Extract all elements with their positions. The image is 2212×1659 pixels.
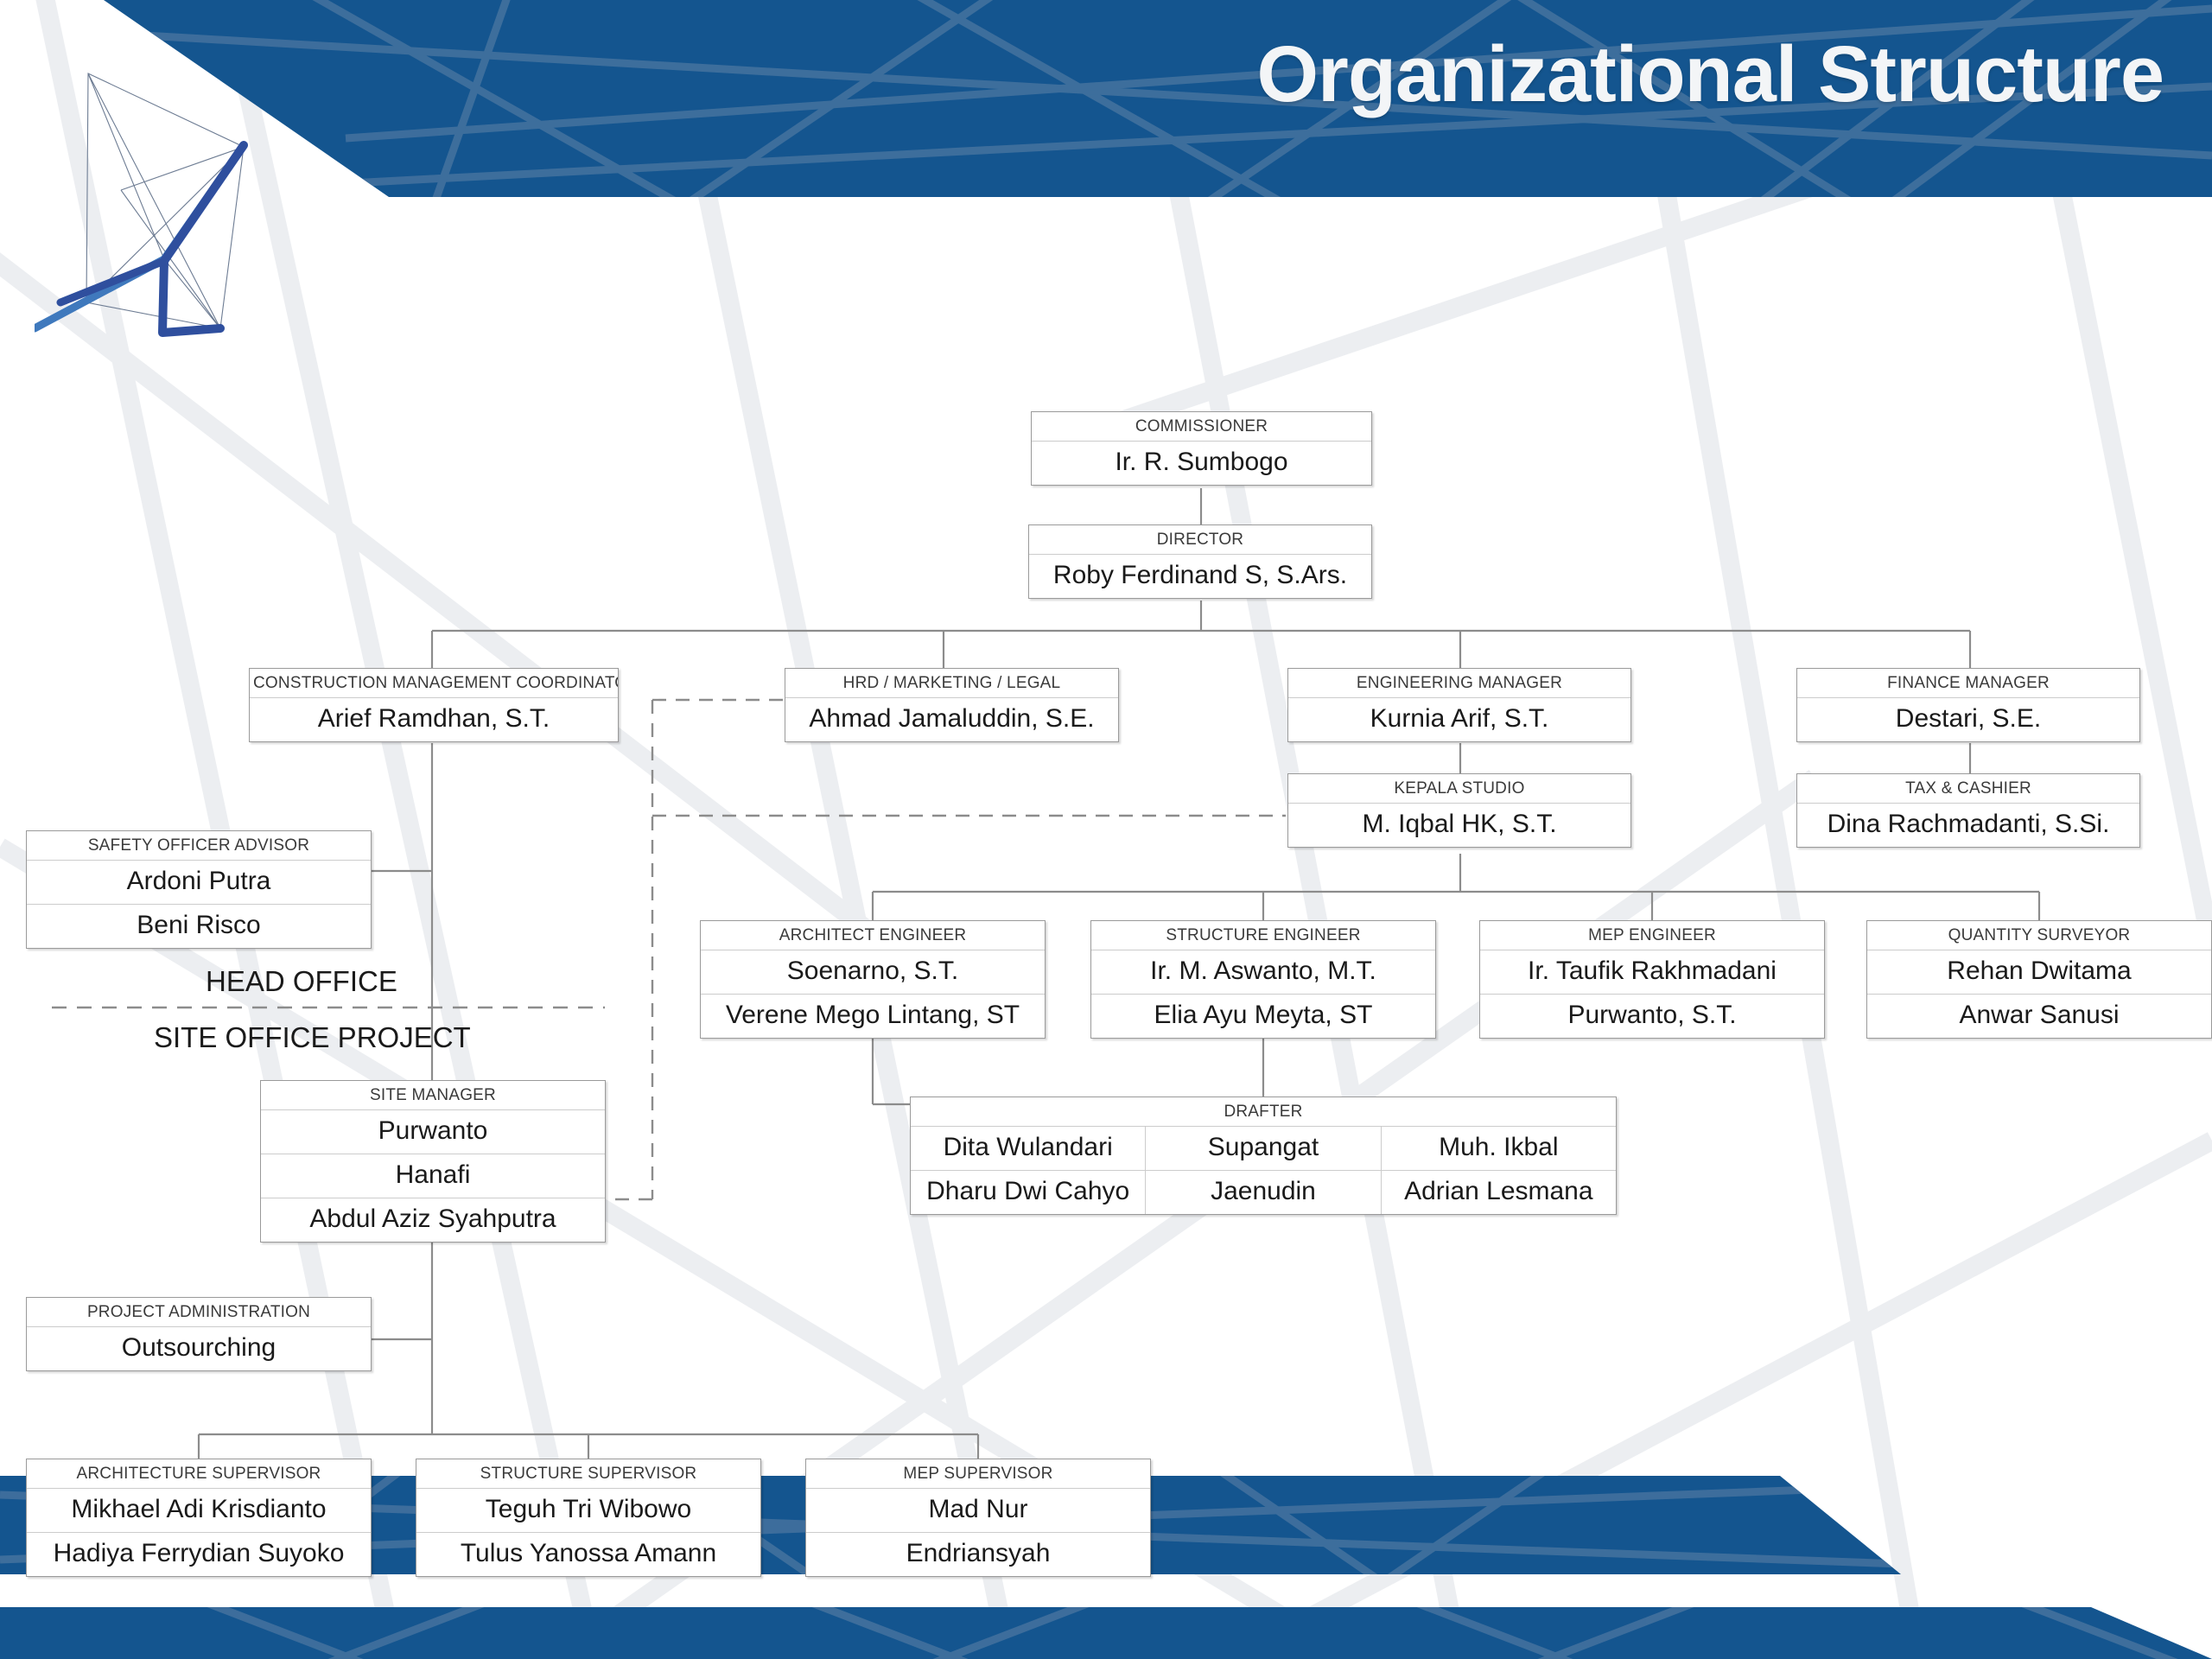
node-title: DRAFTER	[911, 1097, 1616, 1127]
node-name: Ahmad Jamaluddin, S.E.	[809, 704, 1095, 733]
node-name: Purwanto	[378, 1116, 488, 1145]
node-commissioner[interactable]: COMMISSIONER Ir. R. Sumbogo	[1031, 411, 1372, 486]
node-name: Anwar Sanusi	[1867, 994, 2211, 1038]
node-name: Beni Risco	[27, 904, 371, 948]
node-name: Ir. M. Aswanto, M.T.	[1150, 957, 1376, 985]
node-name: Destari, S.E.	[1895, 704, 2042, 733]
node-engineering-manager[interactable]: ENGINEERING MANAGER Kurnia Arif, S.T.	[1287, 668, 1631, 742]
table-row: Dharu Dwi Cahyo Jaenudin Adrian Lesmana	[911, 1170, 1616, 1214]
node-name: Tulus Yanossa Amann	[416, 1532, 760, 1576]
node-name: Kurnia Arif, S.T.	[1370, 704, 1549, 733]
node-name: Soenarno, S.T.	[786, 957, 959, 985]
node-mep-engineer[interactable]: MEP ENGINEER Ir. Taufik Rakhmadani Purwa…	[1479, 920, 1825, 1039]
node-name: M. Iqbal HK, S.T.	[1362, 810, 1557, 838]
node-name: Rehan Dwitama	[1947, 957, 2132, 985]
node-title: KEPALA STUDIO	[1288, 774, 1630, 804]
node-mep-supervisor[interactable]: MEP SUPERVISOR Mad Nur Endriansyah	[805, 1459, 1151, 1577]
node-director[interactable]: DIRECTOR Roby Ferdinand S, S.Ars.	[1028, 524, 1372, 599]
node-name: Verene Mego Lintang, ST	[701, 994, 1045, 1038]
table-cell: Muh. Ikbal	[1380, 1127, 1616, 1170]
node-name: Endriansyah	[806, 1532, 1150, 1576]
node-drafter[interactable]: DRAFTER Dita Wulandari Supangat Muh. Ikb…	[910, 1096, 1617, 1215]
node-title: HRD / MARKETING / LEGAL	[785, 669, 1118, 698]
table-row: Dita Wulandari Supangat Muh. Ikbal	[911, 1127, 1616, 1170]
node-title: COMMISSIONER	[1032, 412, 1371, 442]
node-name: Abdul Aziz Syahputra	[261, 1198, 605, 1242]
label-head-office: HEAD OFFICE	[206, 965, 397, 997]
node-title: STRUCTURE ENGINEER	[1091, 921, 1435, 950]
node-structure-supervisor[interactable]: STRUCTURE SUPERVISOR Teguh Tri Wibowo Tu…	[416, 1459, 761, 1577]
table-cell: Jaenudin	[1145, 1171, 1380, 1214]
node-name: Outsourching	[121, 1333, 276, 1362]
node-tax-cashier[interactable]: TAX & CASHIER Dina Rachmadanti, S.Si.	[1796, 773, 2140, 848]
node-site-manager[interactable]: SITE MANAGER Purwanto Hanafi Abdul Aziz …	[260, 1080, 606, 1243]
node-title: FINANCE MANAGER	[1797, 669, 2139, 698]
node-title: STRUCTURE SUPERVISOR	[416, 1459, 760, 1489]
node-name: Dina Rachmadanti, S.Si.	[1827, 810, 2110, 838]
table-cell: Supangat	[1145, 1127, 1380, 1170]
node-title: CONSTRUCTION MANAGEMENT COORDINATOR	[250, 669, 618, 698]
node-name: Mikhael Adi Krisdianto	[71, 1495, 327, 1523]
node-name: Ardoni Putra	[126, 867, 271, 895]
table-cell: Dharu Dwi Cahyo	[926, 1177, 1130, 1205]
node-title: PROJECT ADMINISTRATION	[27, 1298, 371, 1327]
node-safety-officer-advisor[interactable]: SAFETY OFFICER ADVISOR Ardoni Putra Beni…	[26, 830, 372, 949]
node-kepala-studio[interactable]: KEPALA STUDIO M. Iqbal HK, S.T.	[1287, 773, 1631, 848]
node-hrd-marketing-legal[interactable]: HRD / MARKETING / LEGAL Ahmad Jamaluddin…	[785, 668, 1119, 742]
table-cell: Adrian Lesmana	[1380, 1171, 1616, 1214]
node-name: Purwanto, S.T.	[1480, 994, 1824, 1038]
header-band	[104, 0, 2212, 197]
node-title: DIRECTOR	[1029, 525, 1371, 555]
node-finance-manager[interactable]: FINANCE MANAGER Destari, S.E.	[1796, 668, 2140, 742]
label-site-office-project: SITE OFFICE PROJECT	[154, 1021, 471, 1053]
node-title: MEP ENGINEER	[1480, 921, 1824, 950]
node-title: ARCHITECTURE SUPERVISOR	[27, 1459, 371, 1489]
node-title: ARCHITECT ENGINEER	[701, 921, 1045, 950]
node-title: ENGINEERING MANAGER	[1288, 669, 1630, 698]
node-title: QUANTITY SURVEYOR	[1867, 921, 2211, 950]
node-name: Ir. R. Sumbogo	[1115, 448, 1288, 476]
node-architecture-supervisor[interactable]: ARCHITECTURE SUPERVISOR Mikhael Adi Kris…	[26, 1459, 372, 1577]
node-architect-engineer[interactable]: ARCHITECT ENGINEER Soenarno, S.T. Verene…	[700, 920, 1046, 1039]
node-name: Roby Ferdinand S, S.Ars.	[1052, 561, 1348, 589]
node-construction-management-coordinator[interactable]: CONSTRUCTION MANAGEMENT COORDINATOR Arie…	[249, 668, 619, 742]
node-name: Hanafi	[261, 1154, 605, 1198]
node-quantity-surveyor[interactable]: QUANTITY SURVEYOR Rehan Dwitama Anwar Sa…	[1866, 920, 2212, 1039]
node-title: SITE MANAGER	[261, 1081, 605, 1110]
node-title: SAFETY OFFICER ADVISOR	[27, 831, 371, 861]
node-name: Mad Nur	[928, 1495, 1028, 1523]
node-title: TAX & CASHIER	[1797, 774, 2139, 804]
node-name: Ir. Taufik Rakhmadani	[1528, 957, 1777, 985]
node-structure-engineer[interactable]: STRUCTURE ENGINEER Ir. M. Aswanto, M.T. …	[1090, 920, 1436, 1039]
node-name: Arief Ramdhan, S.T.	[317, 704, 550, 733]
node-project-administration[interactable]: PROJECT ADMINISTRATION Outsourching	[26, 1297, 372, 1371]
node-name: Hadiya Ferrydian Suyoko	[27, 1532, 371, 1576]
node-name: Elia Ayu Meyta, ST	[1091, 994, 1435, 1038]
page-title: Organizational Structure	[1256, 30, 2164, 118]
node-name: Teguh Tri Wibowo	[485, 1495, 692, 1523]
polygon-wireframe-logo	[35, 73, 248, 337]
table-cell: Dita Wulandari	[943, 1133, 1113, 1161]
node-title: MEP SUPERVISOR	[806, 1459, 1150, 1489]
